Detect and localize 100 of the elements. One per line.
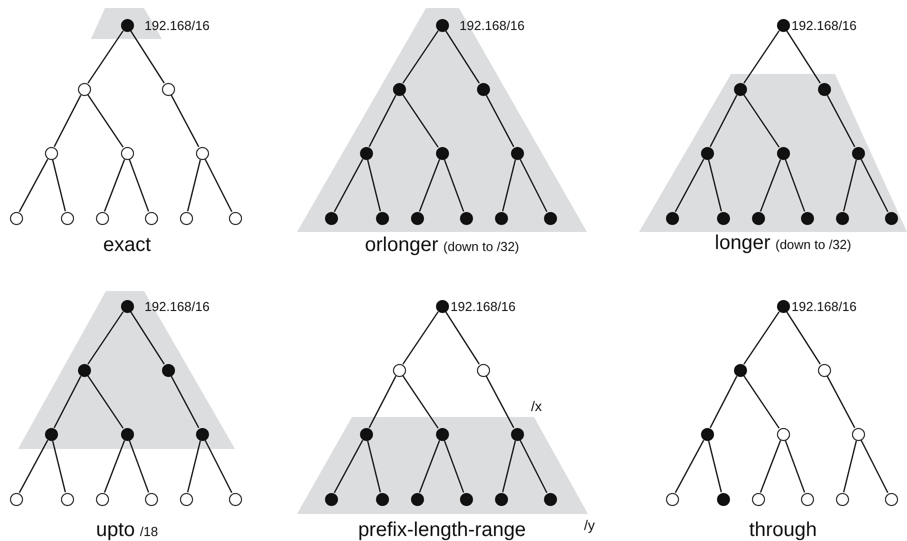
hollow-tree-node [96,492,108,506]
tree-branch [204,440,232,494]
hollow-tree-node [180,212,192,224]
hollow-tree-node [144,492,158,506]
tree-branch [843,440,857,492]
hollow-tree-node [800,492,814,506]
tree-branch [52,160,66,212]
caption: upto [96,519,135,541]
tree-branch [87,311,124,365]
tree-branch [708,440,722,492]
tree-branch [674,158,704,212]
tree-branch [520,440,548,494]
tree-branch [860,440,888,494]
tree-branch [402,94,439,148]
tree-branch [54,94,82,148]
hollow-tree-node [852,428,864,440]
tree-branch [402,311,439,365]
hollow-tree-node [78,82,90,96]
tree-branch [170,94,200,148]
tree-branch [743,375,780,429]
caption-note: (down to /32) [443,239,520,254]
tree-branch [445,30,480,84]
prefix-label: 192.168/16 [450,298,516,314]
tree-branch [87,30,124,84]
tree-branch [444,159,464,212]
tree-branch [128,440,150,493]
tree-branch [784,159,806,212]
bound-label: /x [531,398,542,414]
bound-label: /y [584,517,595,533]
tree-branch [187,160,201,212]
hollow-tree-node [196,146,208,160]
hollow-tree-node [666,492,678,506]
hollow-tree-node [884,492,898,506]
tree-branch [18,440,48,494]
tree-branch [444,440,464,493]
caption-note: (down to /32) [775,237,852,252]
hollow-tree-node [392,364,406,376]
tree-branch [368,94,396,148]
tree-branch [486,94,514,148]
tree-branch [786,30,821,84]
tree-branch [87,94,124,148]
hollow-tree-node [60,212,74,224]
caption: longer [714,232,770,255]
tree-branch [54,376,82,428]
hollow-tree-node [44,146,58,160]
tree-branch [502,160,516,212]
filled-tree-node [700,428,714,440]
hollow-tree-node [228,212,242,224]
tree-branch [710,94,738,148]
tree-branch [502,440,516,492]
tree-branch [843,160,857,212]
tree-branch [418,159,440,212]
hollow-tree-node [776,428,790,440]
hollow-tree-node [228,492,242,506]
caption: prefix-length-range [358,519,526,541]
hollow-tree-node [180,492,192,506]
tree-branch [445,312,480,364]
tree-branch [104,159,126,212]
tree-branch [367,440,381,492]
prefix-label: 192.168/16 [144,18,210,32]
caption: orlonger [364,234,438,257]
hollow-tree-node [836,492,848,506]
hollow-tree-node [818,364,830,376]
filled-tree-node [716,492,730,506]
prefix-label: 192.168/16 [792,298,857,314]
hollow-tree-node [162,82,174,96]
tree-branch [52,440,66,492]
tree-branch [334,440,364,494]
tree-branch [130,312,165,364]
tree-branch [368,376,396,428]
tree-branch [104,440,126,493]
tree-branch [367,160,381,212]
hollow-tree-node [60,492,74,506]
caption: through [749,519,817,541]
caption-note: /18 [140,524,158,539]
prefix-label: 192.168/16 [460,18,525,32]
tree-branch [402,375,439,429]
tree-branch [170,376,200,428]
tree-branch [760,159,782,212]
tree-branch [334,158,364,212]
tree-branch [402,30,439,84]
tree-branch [826,94,856,148]
tree-branch [18,158,48,212]
tree-branch [418,440,440,493]
caption: exact [103,234,151,257]
tree-branch [130,30,165,84]
tree-branch [760,440,782,493]
tree-branch [784,440,806,493]
tree-branch [87,375,124,429]
tree-branch [674,440,704,494]
tree-branch [128,159,150,212]
tree-branch [743,94,780,148]
prefix-label: 192.168/16 [792,18,857,32]
tree-branch [187,440,201,492]
tree-branch [520,158,548,212]
hollow-tree-node [10,212,22,224]
prefix-label: 192.168/16 [144,298,210,314]
hollow-tree-node [120,146,134,160]
tree-branch [786,312,821,364]
tree-branch [860,158,888,212]
